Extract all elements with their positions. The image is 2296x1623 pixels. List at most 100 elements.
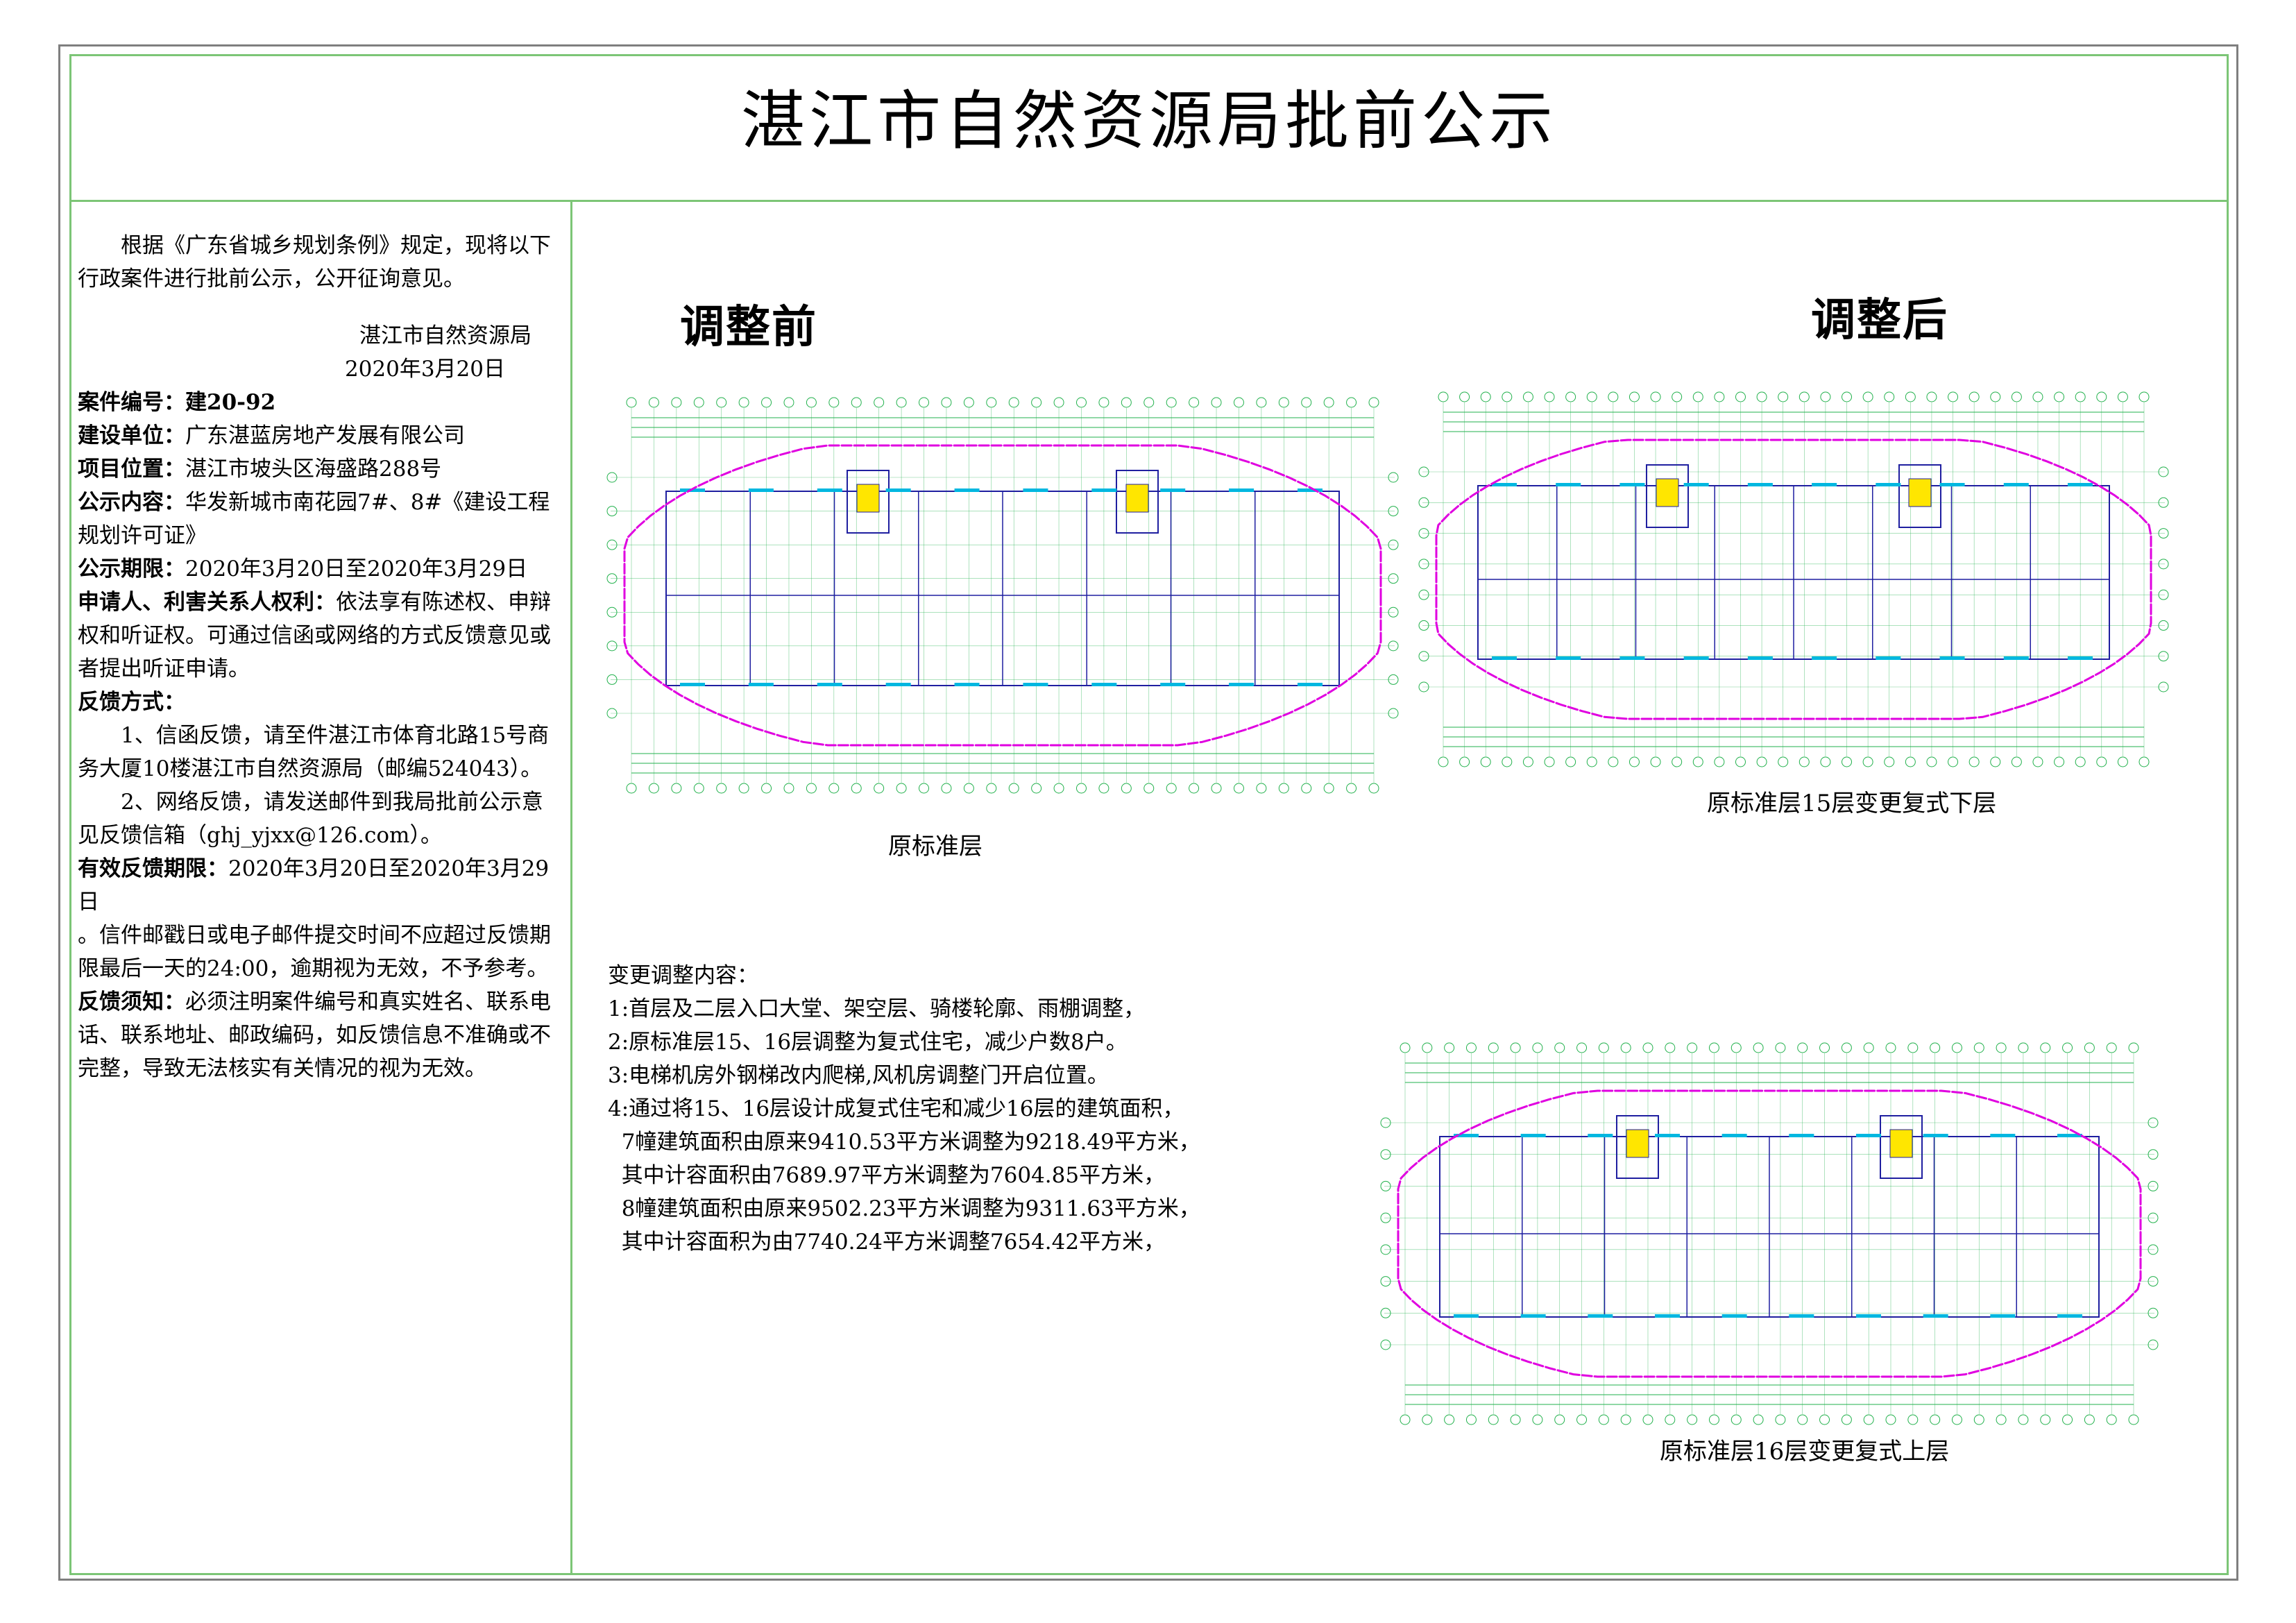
axis-bubble [2075, 391, 2086, 402]
window-strip [1023, 488, 1048, 492]
axis-bubble [1008, 397, 1019, 408]
axis-bubble [1502, 756, 1513, 767]
must-label: 反馈须知： [78, 989, 185, 1014]
axis-bubble [1819, 1042, 1830, 1053]
axis-bubble [1598, 1042, 1609, 1053]
axis-bubble [2018, 1042, 2029, 1053]
axis-bubble [1510, 1414, 1521, 1425]
axis-bubble [671, 783, 682, 794]
content-label: 公示内容： [78, 490, 185, 515]
axis-bubble [1620, 1042, 1631, 1053]
axis-bubble [783, 397, 794, 408]
axis-bubble [1380, 1212, 1391, 1223]
axis-bubble [1388, 573, 1399, 584]
window-strip [1683, 483, 1709, 486]
axis-bubble [1233, 783, 1244, 794]
window-strip [1812, 656, 1837, 660]
axis-bubble [1502, 391, 1513, 402]
axis-bubble [716, 397, 727, 408]
title-divider [69, 200, 2229, 202]
axis-bubble [1008, 783, 1019, 794]
window-strip [1856, 1314, 1881, 1318]
axis-bubble [1819, 1414, 1830, 1425]
axis-bubble [671, 397, 682, 408]
axis-bubble [1422, 1042, 1433, 1053]
axis-bubble [2075, 756, 2086, 767]
axis-bubble [1973, 1414, 1984, 1425]
window-strip [1023, 683, 1048, 686]
axis-bubble [2148, 1244, 2159, 1255]
axis-bubble [1388, 606, 1399, 618]
window-strip [2068, 483, 2093, 486]
axis-bubble [1444, 1414, 1455, 1425]
axis-bubble [1930, 1042, 1941, 1053]
axis-bubble [1031, 397, 1042, 408]
plan-after-16 [1377, 1039, 2161, 1428]
changes-panel: 变更调整内容： 1:首层及二层入口大堂、架空层、骑楼轮廓、雨棚调整， 2:原标准… [608, 959, 1302, 1259]
axis-bubble [2117, 391, 2128, 402]
stair-fill [1889, 1129, 1913, 1158]
axis-bubble [1714, 391, 1725, 402]
window-strip [1789, 1314, 1814, 1318]
axis-bubble [1708, 1414, 1719, 1425]
axis-bubble [1565, 391, 1576, 402]
axis-bubble [1211, 397, 1222, 408]
axis-bubble [1522, 756, 1533, 767]
axis-bubble [1143, 397, 1155, 408]
core-block [1646, 464, 1689, 528]
axis-bubble [1121, 397, 1132, 408]
axis-bubble [606, 640, 618, 652]
axis-bubble [1098, 397, 1109, 408]
window-strip [1721, 1134, 1747, 1137]
axis-bubble [1642, 1042, 1653, 1053]
window-strip [748, 488, 774, 492]
unit-label: 建设单位： [78, 423, 185, 448]
axis-bubble [2128, 1042, 2139, 1053]
axis-bubble [1510, 1042, 1521, 1053]
axis-bubble [1554, 1042, 1565, 1053]
window-strip [1298, 683, 1323, 686]
location-label: 项目位置： [78, 457, 185, 482]
axis-bubble [1323, 783, 1334, 794]
caption-floor16: 原标准层16层变更复式上层 [1660, 1438, 1950, 1465]
axis-bubble [1948, 391, 1959, 402]
axis-bubble [2158, 589, 2169, 600]
axis-bubble [1672, 391, 1683, 402]
notice-panel: 根据《广东省城乡规划条例》规定，现将以下行政案件进行批前公示，公开征询意见。 湛… [78, 229, 563, 1085]
revision-cloud [1397, 1089, 2142, 1378]
window-strip [1520, 1314, 1546, 1318]
axis-bubble [2084, 1042, 2095, 1053]
window-strip [1091, 488, 1117, 492]
axis-bubble [738, 783, 749, 794]
window-strip [1492, 483, 1517, 486]
window-strip [1229, 488, 1255, 492]
notice-issuer: 湛江市自然资源局 [359, 323, 532, 348]
axis-bubble [1465, 1414, 1477, 1425]
axis-bubble [1388, 674, 1399, 685]
axis-bubble [1380, 1339, 1391, 1350]
axis-bubble [626, 397, 637, 408]
change-line: 3:电梯机房外钢梯改内爬梯,风机房调整门开启位置。 [608, 1063, 1109, 1088]
location-value: 湛江市坡头区海盛路288号 [185, 457, 442, 482]
axis-bubble [1380, 1276, 1391, 1287]
axis-bubble [1121, 783, 1132, 794]
axis-bubble [1778, 756, 1789, 767]
case-no-label: 案件编号： [78, 390, 185, 415]
stair-fill [1125, 484, 1149, 513]
axis-bubble [1778, 391, 1789, 402]
axis-bubble [1522, 391, 1533, 402]
axis-bubble [1380, 1244, 1391, 1255]
core-block [1616, 1115, 1659, 1179]
window-strip [1454, 1134, 1479, 1137]
axis-bubble [1797, 1414, 1808, 1425]
axis-bubble [1480, 391, 1491, 402]
axis-bubble [1031, 783, 1042, 794]
axis-bubble [963, 783, 974, 794]
axis-bubble [919, 397, 930, 408]
axis-bubble [1885, 1042, 1896, 1053]
valid-value: 2020年3月20日至2020年3月29日 [78, 856, 550, 915]
content-value: 华发新城市南花园7#、8#《建设工程规划许可证》 [78, 490, 550, 548]
axis-bubble [1990, 756, 2001, 767]
axis-bubble [1650, 391, 1661, 402]
window-strip [1160, 488, 1186, 492]
